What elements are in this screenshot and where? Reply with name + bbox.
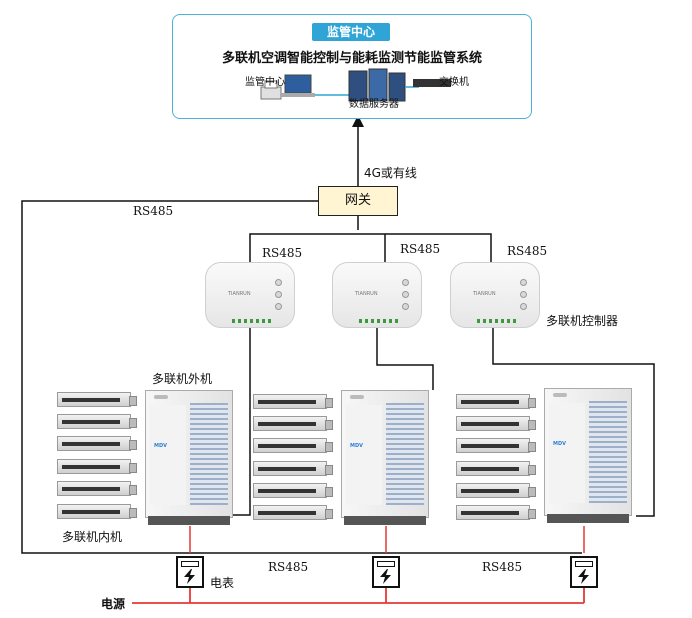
outdoor-label: 多联机外机 (152, 372, 213, 386)
rs485-left-loop (21, 200, 582, 554)
controller-button-icon (275, 279, 282, 286)
controller-button-icon (520, 279, 527, 286)
indoor-unit (456, 438, 536, 453)
ctl3-to-outdoor (492, 326, 655, 517)
indoor-unit (57, 481, 137, 496)
outdoor-unit-3: MDV (544, 388, 632, 523)
terminal-block (477, 319, 517, 323)
model-tag: MDV (350, 443, 363, 449)
system-title: 多联机空调智能控制与能耗监测节能监管系统 (221, 51, 482, 66)
fan-grill (386, 403, 424, 505)
controller-button-icon (520, 291, 527, 298)
indoor-unit (456, 416, 536, 431)
indoor-unit (57, 459, 137, 474)
indoor-unit (253, 505, 333, 520)
meter-display (575, 561, 593, 567)
gateway-box: 网关 (318, 186, 398, 216)
indoor-unit (253, 416, 333, 431)
controller-brand: TIANRUN (228, 291, 251, 297)
controller-2: TIANRUN (332, 262, 422, 328)
brand-logo-icon (154, 395, 168, 399)
controller-1: TIANRUN (205, 262, 295, 328)
electric-meter-3 (570, 556, 598, 588)
indoor-unit (456, 461, 536, 476)
indoor-unit (456, 505, 536, 520)
unit-base (547, 514, 629, 523)
controller-brand: TIANRUN (355, 291, 378, 297)
controller-1-rs485: RS485 (262, 246, 303, 260)
meter-display (181, 561, 199, 567)
indoor-unit (57, 414, 137, 429)
power-label: 电源 (101, 597, 126, 611)
brand-logo-icon (350, 395, 364, 399)
monitoring-center-panel: 监管中心 多联机空调智能控制与能耗监测节能监管系统 监管中心 (172, 14, 532, 119)
controller-button-icon (402, 303, 409, 310)
unit-panel (150, 405, 186, 505)
outdoor-unit-1: MDV (145, 390, 233, 525)
electric-meter-2 (372, 556, 400, 588)
indoor-unit (253, 394, 333, 409)
indoor-unit (57, 504, 137, 519)
electric-meter-1 (176, 556, 204, 588)
indoor-unit (456, 394, 536, 409)
controller-label: 多联机控制器 (546, 314, 619, 328)
controller-2-rs485: RS485 (400, 242, 441, 256)
controller-button-icon (402, 291, 409, 298)
indoor-unit (253, 461, 333, 476)
meter-label: 电表 (210, 576, 235, 590)
model-tag: MDV (154, 443, 167, 449)
unit-base (148, 516, 230, 525)
terminal-block (232, 319, 272, 323)
ctl1-to-outdoor (233, 326, 251, 516)
uplink-label: 4G或有线 (364, 166, 417, 180)
indoor-unit (57, 436, 137, 451)
model-tag: MDV (553, 441, 566, 447)
lightning-bolt-icon (578, 569, 589, 584)
controller-3-rs485: RS485 (507, 244, 548, 258)
rs485-left-label: RS485 (133, 204, 174, 218)
unit-panel (346, 405, 382, 505)
ctl2-to-outdoor (376, 326, 434, 390)
controller-3: TIANRUN (450, 262, 540, 328)
center-equipment-icons (260, 68, 451, 102)
label-monitor: 监管中心 (245, 77, 285, 88)
label-switch: 交换机 (439, 77, 469, 88)
rs485-bottom-label-2: RS485 (482, 560, 523, 574)
rs485-bottom-label-1: RS485 (268, 560, 309, 574)
unit-base (344, 516, 426, 525)
lightning-bolt-icon (184, 569, 195, 584)
center-badge: 监管中心 (312, 23, 390, 41)
controller-bus (249, 233, 492, 262)
terminal-block (359, 319, 399, 323)
controller-button-icon (520, 303, 527, 310)
switch-icon (413, 79, 451, 87)
meter-display (377, 561, 395, 567)
outdoor-unit-2: MDV (341, 390, 429, 525)
indoor-unit (456, 483, 536, 498)
indoor-unit (253, 438, 333, 453)
indoor-label: 多联机内机 (62, 530, 123, 544)
unit-panel (549, 403, 585, 503)
indoor-unit (253, 483, 333, 498)
brand-logo-icon (553, 393, 567, 397)
controller-button-icon (275, 303, 282, 310)
fan-grill (190, 403, 228, 505)
server-icon (348, 68, 406, 102)
controller-brand: TIANRUN (473, 291, 496, 297)
label-server: 数据服务器 (349, 99, 399, 110)
printer-icon (260, 80, 282, 100)
controller-button-icon (275, 291, 282, 298)
indoor-unit (57, 392, 137, 407)
lightning-bolt-icon (380, 569, 391, 584)
fan-grill (589, 401, 627, 503)
laptop-icon (281, 74, 315, 97)
controller-button-icon (402, 279, 409, 286)
